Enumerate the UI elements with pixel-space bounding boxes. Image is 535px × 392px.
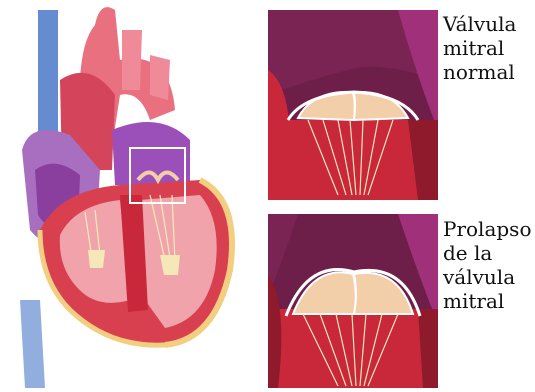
caption-line: mitral — [443, 289, 535, 313]
caption-line: de la — [443, 241, 535, 265]
caption-line: válvula — [443, 265, 535, 289]
caption-line: normal — [443, 60, 535, 84]
heart-cross-section-illustration — [0, 0, 250, 388]
caption-line: mitral — [443, 36, 535, 60]
caption-line: Válvula — [443, 12, 535, 36]
caption-line: Prolapso — [443, 217, 535, 241]
prolapse-valve-panel — [268, 214, 438, 388]
prolapse-valve-caption: Prolapso de la válvula mitral — [443, 217, 535, 313]
normal-valve-panel — [268, 10, 438, 200]
left-atrium — [112, 122, 190, 185]
normal-valve-caption: Válvula mitral normal — [443, 12, 535, 84]
